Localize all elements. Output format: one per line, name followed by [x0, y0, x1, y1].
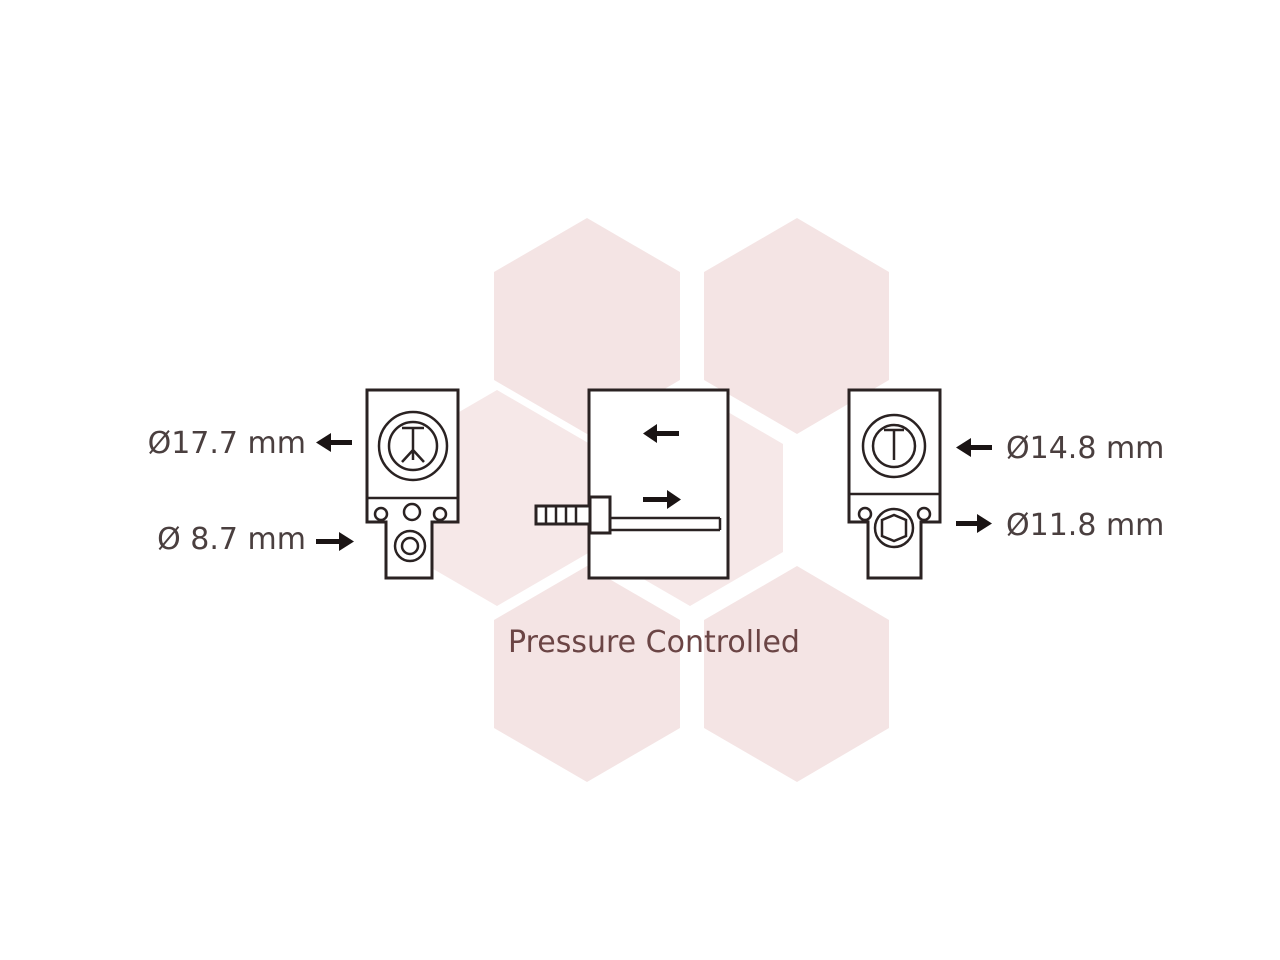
pressure-controlled-caption: Pressure Controlled	[508, 625, 800, 660]
right-large-port-mark	[884, 428, 904, 460]
hexagon-bottom-right	[704, 566, 889, 782]
hexagon-top-left	[494, 218, 680, 434]
hexagon-top-right	[704, 218, 889, 434]
left-bottom-arrow-icon	[316, 532, 354, 551]
right-top-arrow-icon	[956, 438, 992, 457]
left-valve-block	[365, 388, 460, 580]
flow-left-arrow-icon	[643, 424, 679, 443]
right-bolt-hole-left	[857, 506, 873, 522]
left-top-diameter-label: Ø17.7 mm	[148, 426, 306, 461]
right-block-outline	[847, 388, 942, 580]
center-valve-body	[534, 388, 730, 580]
right-top-diameter-label: Ø14.8 mm	[1006, 431, 1164, 466]
left-top-arrow-icon	[316, 433, 352, 452]
right-small-port-inner	[880, 513, 908, 543]
right-small-port-outer	[873, 507, 915, 549]
flow-right-arrow-icon	[643, 490, 681, 509]
right-bottom-arrow-icon	[956, 514, 992, 533]
hexagon-bottom-left	[494, 566, 680, 782]
center-adjust-screw	[534, 504, 592, 526]
left-small-port-outer	[393, 529, 427, 563]
left-small-port-inner	[400, 536, 420, 556]
center-sensor-cap	[588, 495, 612, 535]
left-large-port-outer	[377, 410, 449, 482]
left-bolt-hole-center	[402, 502, 422, 522]
right-bottom-diameter-label: Ø11.8 mm	[1006, 508, 1164, 543]
right-large-port-outer	[861, 413, 927, 479]
left-large-port-inner	[387, 420, 439, 472]
right-large-port-inner	[871, 423, 917, 469]
left-large-port-mark	[401, 426, 425, 463]
left-bottom-diameter-label: Ø 8.7 mm	[157, 522, 306, 557]
right-bolt-hole-right	[916, 506, 932, 522]
left-bolt-hole-right	[432, 506, 448, 522]
right-valve-block	[847, 388, 942, 580]
left-bolt-hole-left	[373, 506, 389, 522]
center-body-outline	[587, 388, 730, 580]
